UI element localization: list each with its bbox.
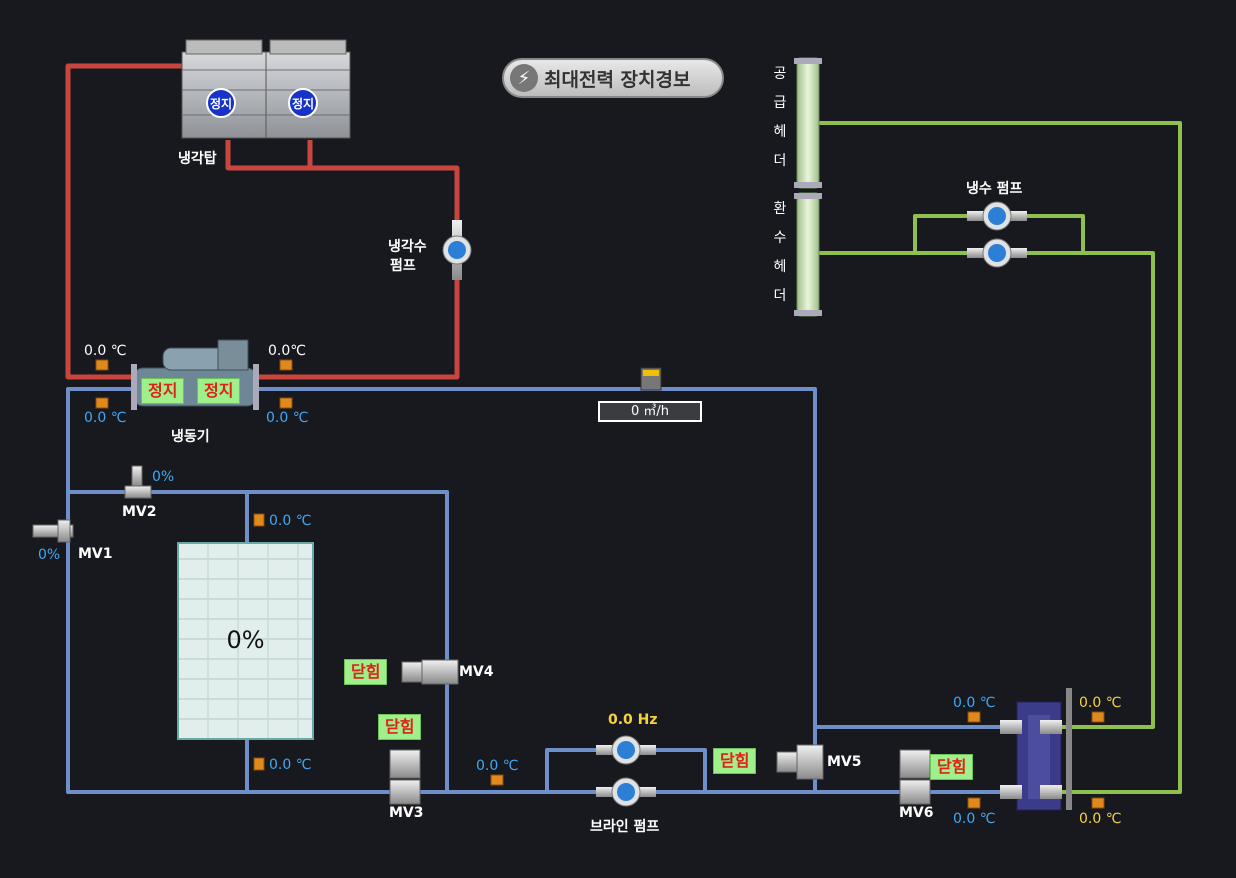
cooling-tower-graphic [181, 39, 351, 139]
brine-pipes [66, 387, 1000, 794]
flow-meter-graphic [640, 367, 662, 391]
mv5-status[interactable]: 닫힘 [713, 748, 757, 774]
cooling-tower-label: 냉각탑 [178, 151, 217, 167]
hx-temp-right-top: 0.0 ℃ [1079, 695, 1122, 711]
chilled-water-pump-label: 냉수 펌프 [966, 181, 1023, 197]
mv3-status[interactable]: 닫힘 [378, 714, 422, 740]
brine-pump-2-graphic [596, 777, 656, 807]
return-header [796, 192, 820, 317]
mv4-valve-body [421, 659, 459, 685]
chiller-label: 냉동기 [171, 429, 210, 445]
brine-pump-1-graphic [596, 735, 656, 765]
mv4-status[interactable]: 닫힘 [344, 659, 388, 685]
hx-temp-left-top: 0.0 ℃ [953, 695, 996, 711]
ice-tank-temp-top: 0.0 ℃ [269, 513, 312, 529]
mv6-label[interactable]: MV6 [899, 805, 934, 821]
mv1-label[interactable]: MV1 [78, 546, 113, 562]
mv3-valve-body [389, 779, 421, 805]
mv1-value: 0% [38, 547, 61, 563]
lightning-icon: ⚡ [510, 64, 538, 92]
chiller-status-right[interactable]: 정지 [197, 378, 241, 404]
cooling-water-pump-label-2: 펌프 [390, 258, 416, 274]
chiller-temp-bottom-left: 0.0 ℃ [84, 410, 127, 426]
flow-meter-value: 0 ㎥/h [598, 401, 702, 422]
cooling-water-pipes [65, 63, 460, 380]
supply-header [796, 57, 820, 189]
brine-pump-label: 브라인 펌프 [590, 819, 660, 835]
chilled-water-pump-2-graphic [967, 238, 1027, 268]
temperature-sensors [95, 359, 1105, 809]
cooling-water-pump-graphic [442, 220, 472, 280]
cooling-water-pump-label-1: 냉각수 [388, 239, 427, 255]
mv2-label[interactable]: MV2 [122, 504, 157, 520]
chiller-temp-top-right: 0.0℃ [268, 343, 306, 359]
hx-temp-right-bottom: 0.0 ℃ [1079, 811, 1122, 827]
chiller-temp-bottom-right: 0.0 ℃ [266, 410, 309, 426]
mv2-valve-body [124, 485, 152, 499]
chilled-water-pump-1-graphic [967, 201, 1027, 231]
mv5-label[interactable]: MV5 [827, 754, 862, 770]
mv5-valve-body [796, 744, 824, 780]
mv3-label[interactable]: MV3 [389, 805, 424, 821]
alarm-label: 최대전력 장치경보 [544, 68, 691, 91]
mv6-valve-body [899, 779, 931, 805]
mv2-value: 0% [152, 469, 175, 485]
brine-pump-temp: 0.0 ℃ [476, 758, 519, 774]
chiller-temp-top-left: 0.0 ℃ [84, 343, 127, 359]
ice-tank-temp-bottom: 0.0 ℃ [269, 757, 312, 773]
mv4-label[interactable]: MV4 [459, 664, 494, 680]
ice-storage-tank: 0% [177, 542, 314, 740]
max-power-alarm-button[interactable]: ⚡ 최대전력 장치경보 [502, 58, 724, 98]
cooling-tower-2-status[interactable]: 정지 [288, 88, 318, 118]
ice-tank-level: 0% [226, 626, 265, 654]
mv6-status[interactable]: 닫힘 [930, 754, 974, 780]
heat-exchanger-graphic [1000, 688, 1072, 811]
cooling-tower-1-status[interactable]: 정지 [206, 88, 236, 118]
chiller-status-left[interactable]: 정지 [141, 378, 185, 404]
hx-temp-left-bottom: 0.0 ℃ [953, 811, 996, 827]
brine-pump-frequency: 0.0 Hz [608, 712, 658, 728]
